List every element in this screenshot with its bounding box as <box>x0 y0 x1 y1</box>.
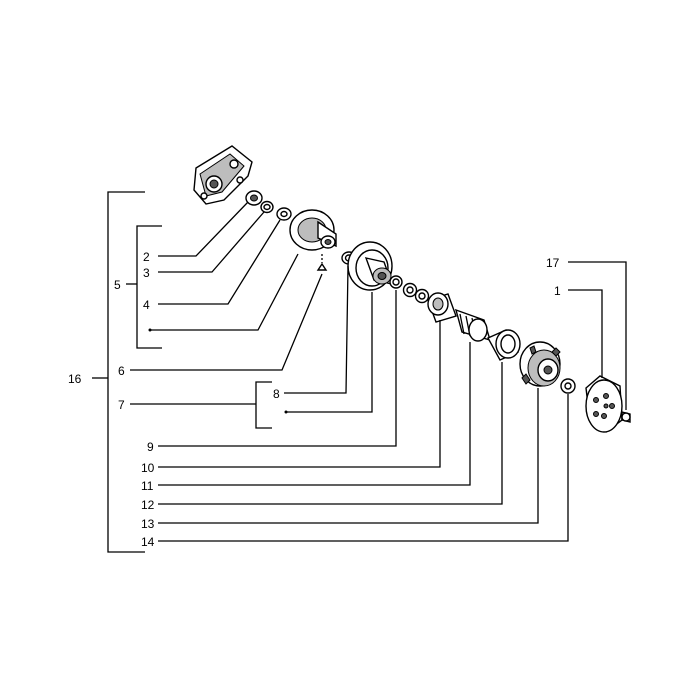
pulley-half-part <box>289 209 337 251</box>
callout-4: 4 <box>143 298 150 312</box>
callout-5: 5 <box>114 278 121 292</box>
bearing-part-2 <box>245 190 263 206</box>
bushing-part-4 <box>276 207 292 221</box>
callout-16: 16 <box>68 372 82 386</box>
callout-7: 7 <box>118 398 125 412</box>
washer-part-14 <box>560 378 576 394</box>
leader-lines <box>92 191 627 553</box>
callout-2: 2 <box>143 250 150 264</box>
clutch-part-13 <box>519 341 561 387</box>
callout-14: 14 <box>141 535 155 549</box>
callout-10: 10 <box>141 461 155 475</box>
callout-13: 13 <box>141 517 155 531</box>
ring-part-3 <box>260 200 274 214</box>
callout-9: 9 <box>147 440 154 454</box>
callout-8: 8 <box>273 387 280 401</box>
movable-pulley-part <box>347 241 394 291</box>
screw-part-6 <box>316 254 328 271</box>
callout-1: 1 <box>554 284 561 298</box>
sleeve-part <box>427 292 457 323</box>
spring-cup-part-12 <box>487 329 521 361</box>
spring-part-11 <box>454 308 492 342</box>
callout-labels: 16 5 2 3 4 6 7 8 9 10 11 12 13 14 1 17 <box>68 250 561 549</box>
seal-part-10 <box>402 282 430 304</box>
callout-17: 17 <box>546 256 560 270</box>
callout-12: 12 <box>141 498 155 512</box>
drive-housing-part <box>193 145 253 205</box>
callout-11: 11 <box>141 479 154 493</box>
nut-part-17 <box>621 411 631 423</box>
clutch-bell-part-1 <box>585 375 623 433</box>
seal-part-9 <box>389 275 403 289</box>
callout-3: 3 <box>143 266 150 280</box>
callout-6: 6 <box>118 364 125 378</box>
